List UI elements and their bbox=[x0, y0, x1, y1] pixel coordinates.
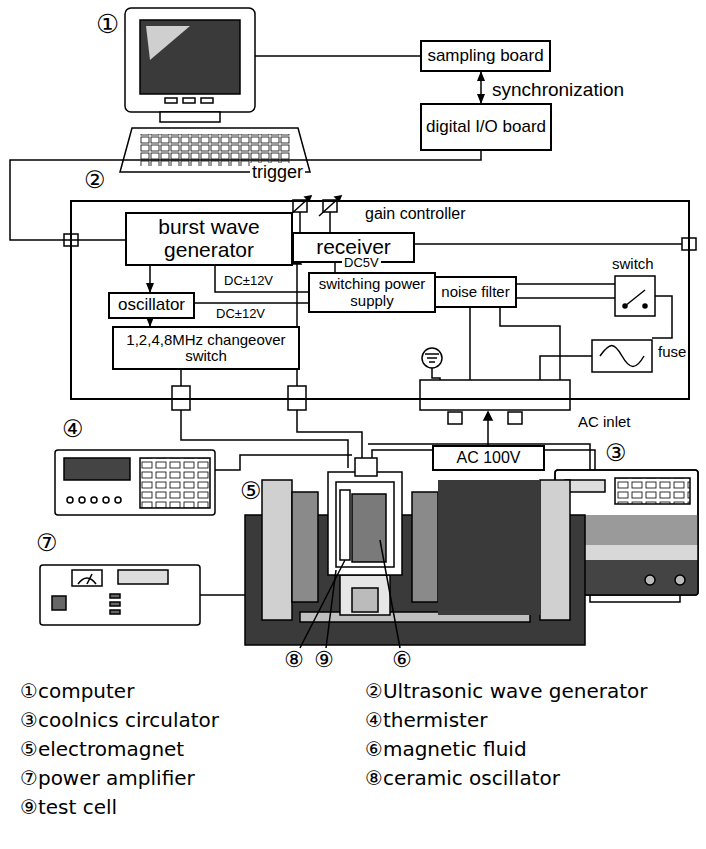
part-label: switch bbox=[612, 256, 654, 273]
computer-illustration bbox=[120, 8, 420, 172]
module-box: oscillator bbox=[108, 292, 195, 319]
key-entry: ②Ultrasonic wave generator bbox=[365, 680, 648, 702]
module-box: noise filter bbox=[434, 276, 517, 308]
connector-label: DC5V bbox=[342, 256, 381, 270]
callout-number: ④ bbox=[62, 416, 84, 442]
callout-number: ⑨ bbox=[314, 648, 334, 672]
thermistor-illustration bbox=[55, 450, 215, 515]
part-label: gain controller bbox=[365, 205, 466, 223]
switch-box: 1,2,4,8MHz changeover switch bbox=[112, 326, 300, 370]
box-text: 1,2,4,8MHz changeover switch bbox=[114, 332, 298, 364]
electromagnet-illustration bbox=[245, 480, 585, 645]
connector bbox=[215, 266, 308, 292]
test-cell-illustration bbox=[300, 458, 402, 648]
callout-number: ⑦ bbox=[36, 530, 58, 556]
part-label: fuse bbox=[658, 344, 686, 361]
key-entry: ⑤electromagnet bbox=[20, 738, 184, 760]
callout-number: ③ bbox=[605, 440, 627, 466]
callout-number: ⑧ bbox=[284, 648, 304, 672]
module-box: burst wave generator bbox=[125, 212, 293, 266]
key-entry: ④thermister bbox=[365, 709, 487, 731]
box-text: burst wave generator bbox=[127, 216, 291, 261]
board-box: digital I/O board bbox=[420, 103, 552, 151]
board-box: sampling board bbox=[420, 40, 551, 72]
callout-number: ② bbox=[82, 168, 108, 194]
connector-label: trigger bbox=[250, 163, 305, 183]
box-text: sampling board bbox=[427, 47, 543, 65]
box-text: AC 100V bbox=[456, 449, 520, 466]
key-entry: ①computer bbox=[20, 680, 134, 702]
connector bbox=[334, 263, 336, 272]
box-text: switching power supply bbox=[310, 276, 434, 308]
callout-number: ① bbox=[96, 10, 119, 39]
part-label: AC inlet bbox=[578, 414, 631, 431]
module-box: switching power supply bbox=[308, 272, 436, 313]
box-text: digital I/O board bbox=[426, 118, 546, 136]
key-entry: ⑧ceramic oscillator bbox=[365, 767, 560, 789]
connector bbox=[195, 302, 308, 304]
generator-housing: ②burst wave generatorreceiverswitching p… bbox=[70, 200, 690, 400]
callout-number: ⑤ bbox=[240, 478, 262, 504]
connector bbox=[149, 266, 151, 292]
connector-label: synchronization bbox=[490, 80, 626, 101]
connector-label: DC±12V bbox=[214, 307, 267, 321]
connector bbox=[149, 319, 151, 326]
source-box: AC 100V bbox=[432, 445, 545, 471]
box-text: oscillator bbox=[118, 296, 185, 314]
key-entry: ⑥magnetic fluid bbox=[365, 738, 527, 760]
connector-label: DC±12V bbox=[222, 274, 275, 288]
key-entry: ⑨test cell bbox=[20, 796, 117, 818]
connector bbox=[480, 72, 482, 103]
callout-number: ⑥ bbox=[392, 648, 412, 672]
generator-wiring bbox=[64, 196, 696, 445]
amplifier-illustration bbox=[40, 565, 200, 625]
box-text: noise filter bbox=[441, 284, 509, 300]
key-entry: ⑦power amplifier bbox=[20, 767, 195, 789]
key-entry: ③coolnics circulator bbox=[20, 709, 219, 731]
